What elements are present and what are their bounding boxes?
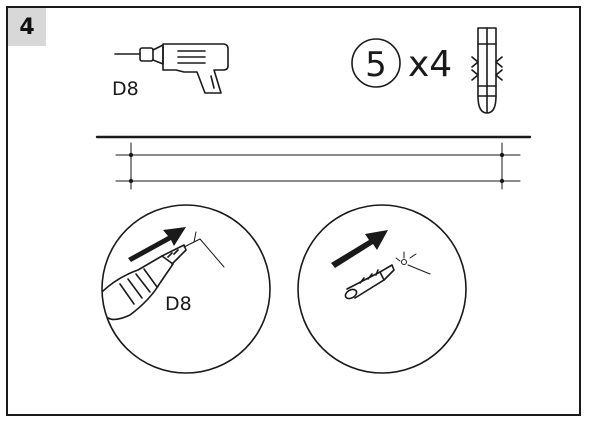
instruction-panel xyxy=(6,6,581,416)
drill-icon xyxy=(114,43,229,94)
detail-drill-size-label: D8 xyxy=(165,293,192,315)
quantity-label: x4 xyxy=(408,44,453,85)
wall-plug-icon xyxy=(471,27,503,114)
item-number-circle xyxy=(351,38,401,88)
wall-plug-insert-icon xyxy=(344,264,395,300)
wall-surface xyxy=(95,135,532,190)
drill-bit-icon xyxy=(102,244,187,321)
drill-size-label: D8 xyxy=(112,78,139,100)
step-number: 4 xyxy=(8,8,46,46)
detail-circle-drilling xyxy=(101,204,271,374)
direction-arrow-drill xyxy=(128,227,186,262)
item-number: 5 xyxy=(365,45,387,85)
direction-arrow-plug xyxy=(331,230,388,268)
detail-circle-plug xyxy=(297,204,467,374)
